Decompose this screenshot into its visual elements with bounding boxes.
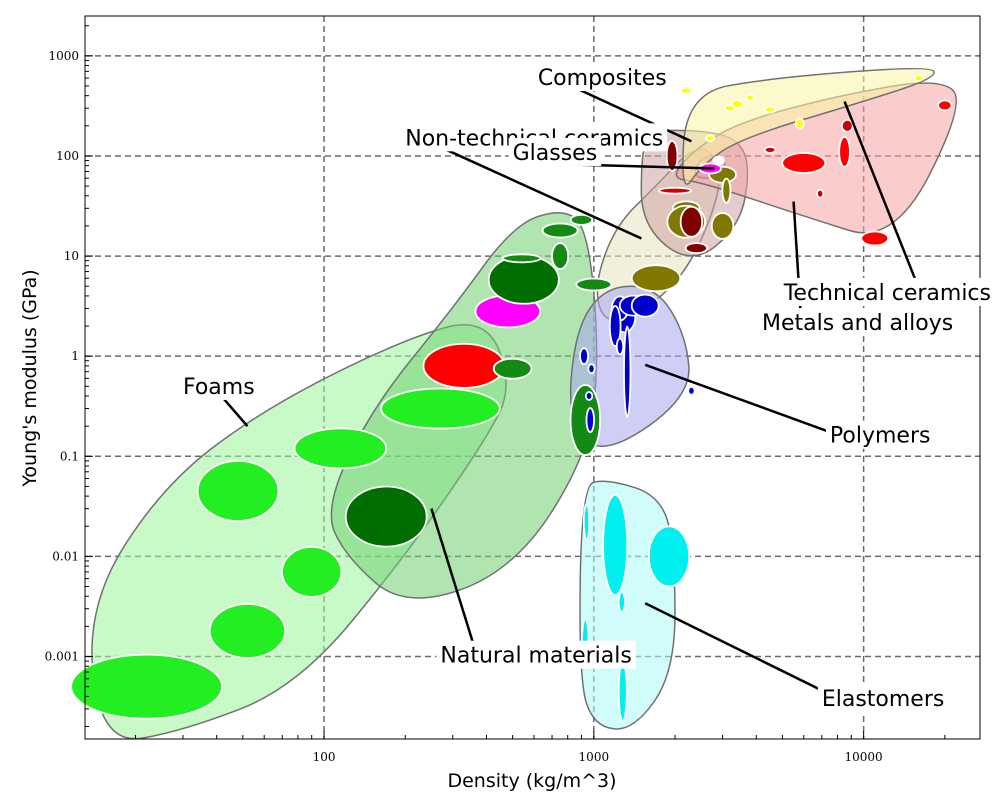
material-ellipse <box>781 152 827 174</box>
metals-and-alloys-label: Metals and alloys <box>762 311 953 336</box>
material-ellipse <box>687 385 696 396</box>
material-ellipse <box>712 155 725 166</box>
material-ellipse <box>293 427 388 470</box>
material-ellipse <box>281 545 343 598</box>
polymers-label: Polymers <box>830 424 931 449</box>
elastomers-label: Elastomers <box>822 687 945 712</box>
material-ellipse <box>657 186 693 195</box>
natural-materials-label-bg <box>436 640 636 669</box>
material-ellipse <box>602 494 629 596</box>
material-ellipse <box>710 212 735 240</box>
material-ellipse <box>647 525 691 588</box>
material-ellipse <box>730 99 744 109</box>
y-axis-label: Young's modulus (GPa) <box>19 269 41 487</box>
material-ellipse <box>615 337 625 356</box>
material-ellipse <box>679 205 704 238</box>
material-ellipse <box>579 347 590 366</box>
x-axis-label: Density (kg/m^3) <box>447 770 616 792</box>
y-tick-label: 0.1 <box>60 449 79 463</box>
axes: 100 1000 10000 0.001 0.01 0.1 1 10 100 1000 <box>45 25 946 764</box>
material-ellipse <box>705 134 716 143</box>
foams-leader <box>222 397 249 427</box>
material-ellipse <box>665 140 679 172</box>
material-ellipse <box>617 660 628 723</box>
plot-frame <box>84 15 981 740</box>
material-ellipse <box>763 145 777 154</box>
composites-label-bg <box>533 63 671 92</box>
material-ellipse <box>422 342 506 389</box>
technical-ceramics-label-bg <box>779 277 996 306</box>
natural-materials-leader <box>430 508 482 668</box>
y-tick-label: 100 <box>56 149 79 163</box>
material-ellipse <box>763 105 777 114</box>
material-ellipse <box>745 94 756 102</box>
polymers-label-bg <box>825 420 935 449</box>
material-ellipse <box>541 222 579 239</box>
material-ellipse <box>679 86 693 95</box>
material-ellipse <box>623 325 632 418</box>
material-ellipse <box>684 242 709 255</box>
material-ellipse <box>575 277 613 292</box>
x-tick-label: 1000 <box>579 750 610 764</box>
y-tick-label: 1 <box>71 349 79 363</box>
material-ellipse <box>70 653 224 720</box>
material-ellipse <box>721 177 732 204</box>
composites-label: Composites <box>538 66 667 91</box>
elastomers-label-bg <box>817 684 949 713</box>
material-markers <box>70 74 953 723</box>
material-ellipse <box>344 485 428 548</box>
natural-materials-label: Natural materials <box>440 644 631 669</box>
material-ellipse <box>501 253 542 264</box>
y-tick-label: 0.001 <box>45 650 79 664</box>
glasses-label-bg <box>508 137 602 166</box>
material-ellipse <box>794 117 805 130</box>
technical-ceramics-label: Technical ceramics <box>783 281 991 306</box>
material-ellipse <box>913 74 924 82</box>
x-tick-label: 10000 <box>845 750 883 764</box>
material-ellipse <box>617 591 626 613</box>
material-ellipse <box>587 363 596 375</box>
material-ellipse <box>608 305 622 347</box>
material-ellipse <box>196 460 280 522</box>
material-ellipse <box>860 230 890 247</box>
technical-ceramics-leader <box>843 101 927 305</box>
material-ellipse <box>569 213 594 226</box>
material-ellipse <box>937 99 953 112</box>
material-ellipse <box>582 503 591 542</box>
material-ellipse <box>585 407 595 433</box>
material-ellipse <box>630 293 660 318</box>
y-tick-label: 0.01 <box>52 549 79 563</box>
material-ellipse <box>208 603 287 659</box>
non-technical-ceramics-leader <box>444 148 642 240</box>
material-ellipse <box>492 357 533 380</box>
x-tick-label: 100 <box>313 750 336 764</box>
y-tick-label: 10 <box>64 249 79 263</box>
y-tick-label: 1000 <box>48 49 79 63</box>
material-ellipse <box>841 118 854 133</box>
material-ellipse <box>816 188 825 199</box>
material-ellipse <box>380 387 501 430</box>
material-ellipse <box>551 242 570 270</box>
foams-label: Foams <box>183 375 255 400</box>
composites-leader <box>577 87 692 143</box>
glasses-label: Glasses <box>513 141 598 166</box>
material-ellipse <box>584 391 594 401</box>
material-ellipse <box>838 135 851 168</box>
foams-label-bg <box>178 371 259 400</box>
material-ellipse <box>630 264 682 293</box>
metals-and-alloys-label-bg <box>757 308 958 337</box>
material-ellipse <box>569 384 602 457</box>
